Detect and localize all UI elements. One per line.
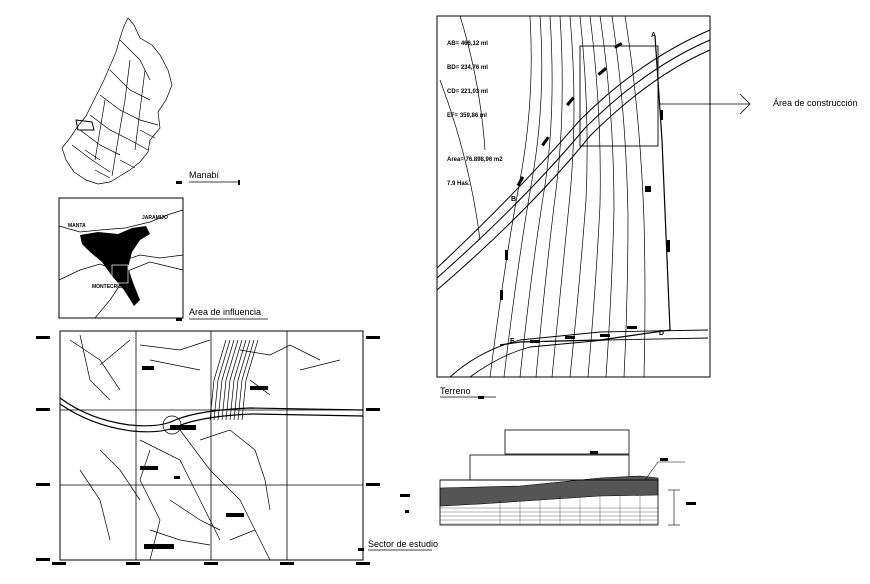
study-sector-caption: Sector de estudio	[368, 539, 439, 549]
place-manta: MANTA	[68, 223, 86, 229]
point-b: B	[511, 196, 517, 203]
place-jaramijo: JARAMIJO	[142, 215, 168, 221]
terrain-hectares: 7.9 Has.	[447, 181, 470, 187]
influence-caption: Area de influencia	[189, 307, 262, 317]
terrain-area: Area= 76.898,96 m2	[447, 157, 503, 163]
terrain-measures: AB= 466,12 ml BD= 234,76 ml CD= 221,03 m…	[447, 24, 503, 196]
manabi-caption: Manabí	[189, 170, 220, 180]
influence-map	[58, 197, 184, 319]
terrain-caption: Terreno	[440, 386, 471, 396]
study-sector-map	[59, 330, 364, 561]
measure-ab: AB= 466,12 ml	[447, 41, 488, 47]
manabi-province-map	[61, 17, 173, 185]
place-montecristi: MONTECRISTI	[92, 284, 127, 290]
construction-area-label: Área de construcción	[773, 98, 858, 108]
measure-cd: CD= 221,03 ml	[447, 89, 488, 95]
section-elevation	[400, 429, 696, 526]
measure-ef: EF= 359,86 ml	[447, 113, 487, 119]
point-e: E	[510, 338, 515, 345]
point-d: D	[659, 330, 665, 337]
study-sector-tags	[36, 336, 380, 565]
point-a: A	[651, 32, 657, 39]
terrain-tags	[500, 42, 670, 343]
callout-arrow	[658, 93, 751, 115]
measure-bd: BD= 234,76 ml	[447, 65, 488, 71]
